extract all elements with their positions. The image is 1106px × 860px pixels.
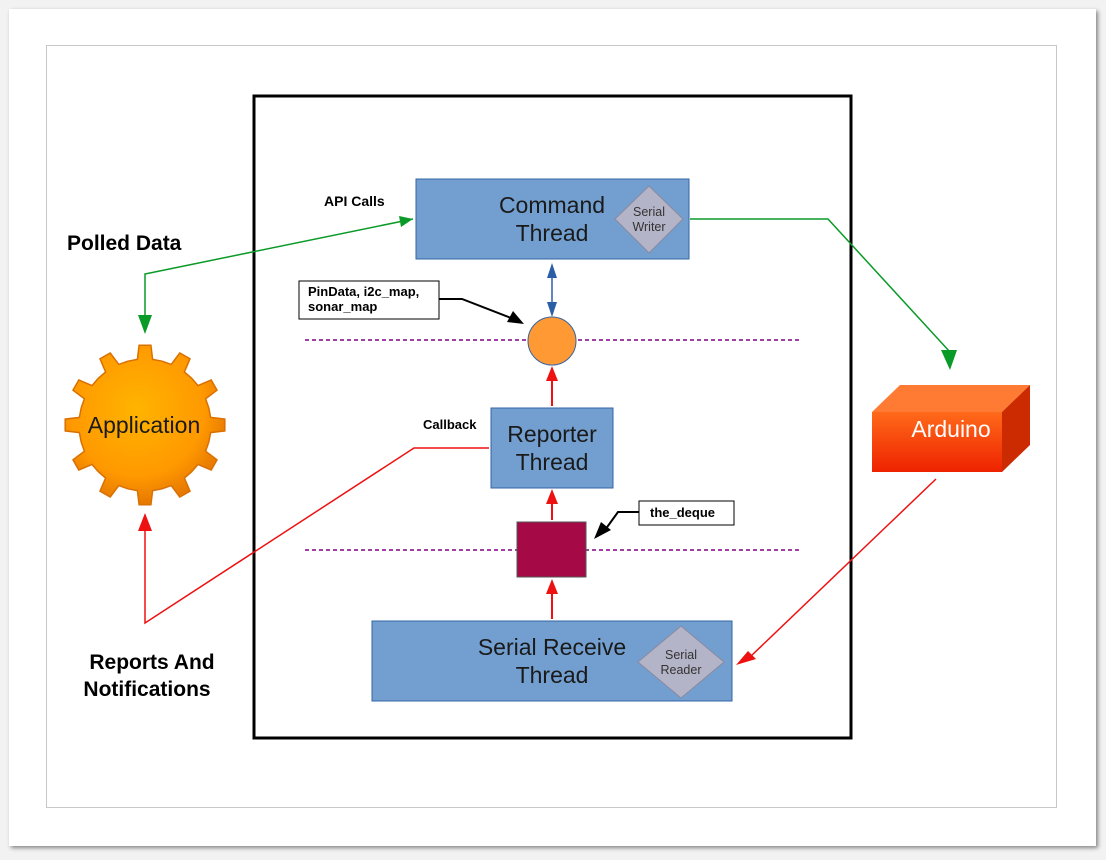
serial-reader-label-1: Serial [665,648,697,662]
arduino-to-reader-flow [736,478,937,665]
data-store-circle [527,316,577,366]
main-container [252,94,853,740]
application-label: Application [88,412,201,438]
deque-to-reporter-arrow [546,489,558,520]
api-calls-flow [138,216,414,334]
reporter-thread-label-1: Reporter [507,421,597,447]
command-to-arduino-flow [690,218,957,370]
serial-receive-thread-label-2: Thread [516,662,589,688]
callback-flow [138,447,489,625]
callback-label: Callback [423,417,477,432]
command-data-link [547,263,557,317]
the-deque-label: the_deque [650,505,715,520]
command-thread-label-1: Command [499,192,605,218]
application-gear: Application [64,344,226,506]
receive-to-deque-arrow [546,579,558,619]
pin-data-label-1: PinData, i2c_map, [308,284,419,299]
reports-label-2: Notifications [83,678,210,701]
pin-data-label-2: sonar_map [308,299,377,314]
reports-label-1: Reports And [89,651,214,674]
serial-reader: Serial Reader [637,625,725,699]
serial-reader-label-2: Reader [661,663,702,677]
serial-writer: Serial Writer [614,185,684,254]
the-deque-callout: the_deque [594,500,735,539]
arduino-block: Arduino [872,385,1030,472]
command-thread-label-2: Thread [516,220,589,246]
deque-block [516,521,587,578]
serial-writer-label-2: Writer [632,220,665,234]
diagram-border [46,45,1057,808]
serial-receive-thread-label-1: Serial Receive [478,634,626,660]
pin-data-callout: PinData, i2c_map, sonar_map [298,280,524,324]
gear-body [64,344,226,506]
gear-icon [64,344,226,506]
reporter-thread-label-2: Thread [516,449,589,475]
serial-writer-label-1: Serial [633,205,665,219]
polled-data-label: Polled Data [67,232,182,255]
reporter-to-data-arrow [546,366,558,406]
api-calls-label: API Calls [324,193,385,209]
reporter-thread: Reporter Thread [490,407,614,489]
arduino-label: Arduino [911,416,990,442]
